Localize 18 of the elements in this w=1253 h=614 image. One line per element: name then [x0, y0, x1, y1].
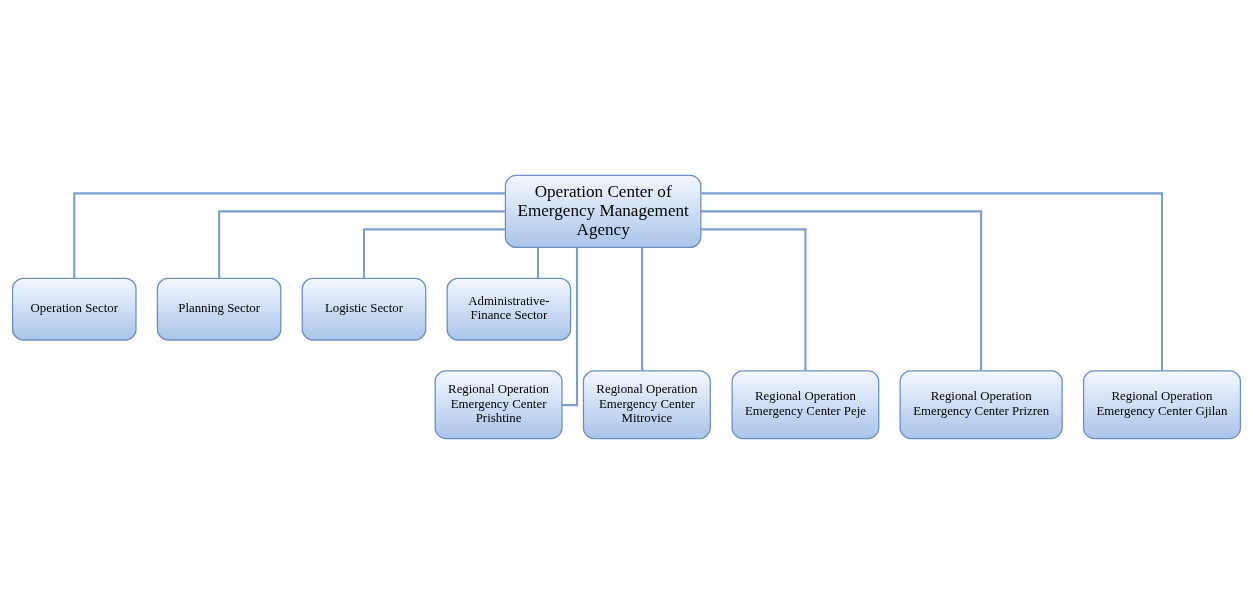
- connector: [536, 247, 540, 278]
- node-box: Operation Center of Emergency Management Agency: [504, 174, 702, 249]
- connector: [73, 192, 506, 279]
- connector: [362, 228, 506, 279]
- node-box: Planning Sector: [156, 277, 282, 341]
- node-box: Regional Operation Emergency Center Peje: [731, 370, 880, 440]
- node-box: Regional Operation Emergency Center Prizren: [899, 370, 1063, 440]
- connector: [701, 210, 983, 371]
- node-box: Logistic Sector: [301, 277, 427, 341]
- node-box: Regional Operation Emergency Center Prishtine: [434, 370, 563, 440]
- node-box: Operation Sector: [11, 277, 137, 341]
- node-box: Regional Operation Emergency Center Gjilan: [1082, 370, 1242, 440]
- node-box: Regional Operation Emergency Center Mitrovice: [582, 370, 711, 440]
- connector: [701, 228, 807, 371]
- connector: [218, 210, 506, 279]
- node-box: Administrative-Finance Sector: [446, 277, 572, 341]
- connector: [701, 192, 1164, 371]
- connector: [641, 247, 644, 371]
